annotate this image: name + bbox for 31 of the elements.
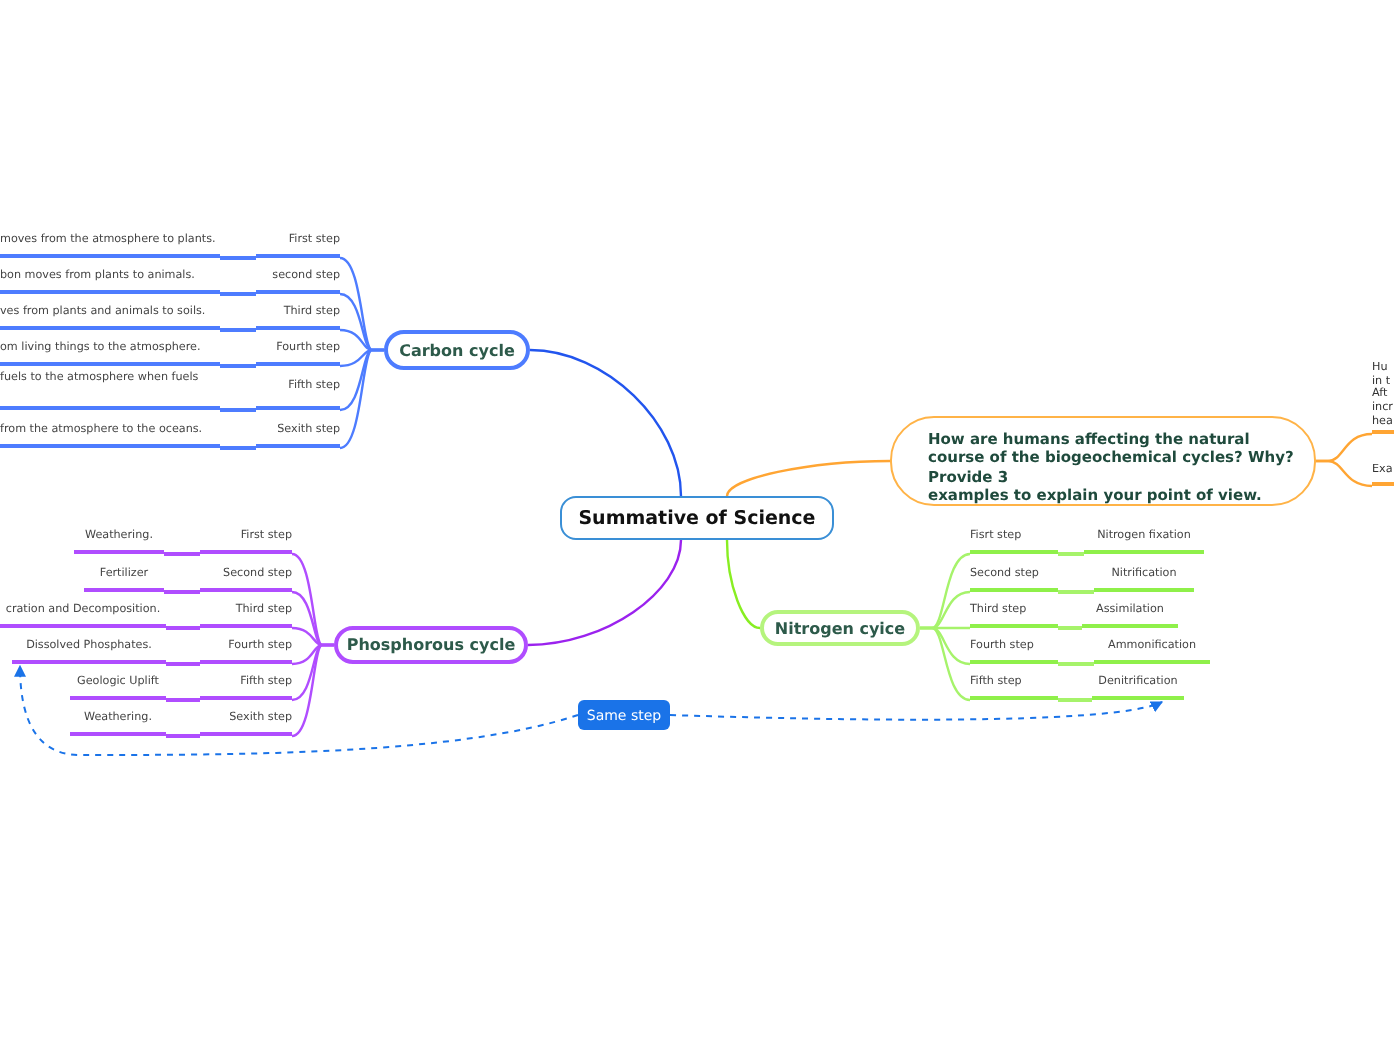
branch-line xyxy=(220,446,256,450)
topic-box: Phosphorous cycle xyxy=(334,626,528,664)
branch-line xyxy=(1058,698,1092,702)
branch-line xyxy=(1058,552,1084,556)
branch-line xyxy=(220,364,256,368)
topic-box: Nitrogen cyice xyxy=(760,610,920,646)
branch-line xyxy=(527,539,683,647)
branch-line xyxy=(166,626,200,630)
branch-line xyxy=(220,408,256,412)
branch-line xyxy=(529,348,683,497)
central-topic: Summative of Science xyxy=(560,496,834,540)
topic-box: Carbon cycle xyxy=(384,330,530,370)
branch-line xyxy=(220,292,256,296)
branch-line xyxy=(166,662,200,666)
branch-line xyxy=(1316,459,1373,488)
branch-line xyxy=(166,698,200,702)
branch-line xyxy=(1058,662,1094,666)
branch-line xyxy=(164,552,200,556)
branch-line xyxy=(725,459,891,497)
branch-line xyxy=(220,328,256,332)
branch-line xyxy=(166,734,200,738)
branch-line xyxy=(339,348,384,450)
dashed-arrow xyxy=(14,664,579,756)
branch-line xyxy=(725,539,761,630)
branch-line xyxy=(1058,626,1082,630)
branch-line xyxy=(291,643,334,738)
branch-line xyxy=(1058,590,1094,594)
dashed-arrow xyxy=(669,699,1164,721)
branch-line xyxy=(220,256,256,260)
branch-line xyxy=(164,590,200,594)
branch-line xyxy=(920,626,971,702)
